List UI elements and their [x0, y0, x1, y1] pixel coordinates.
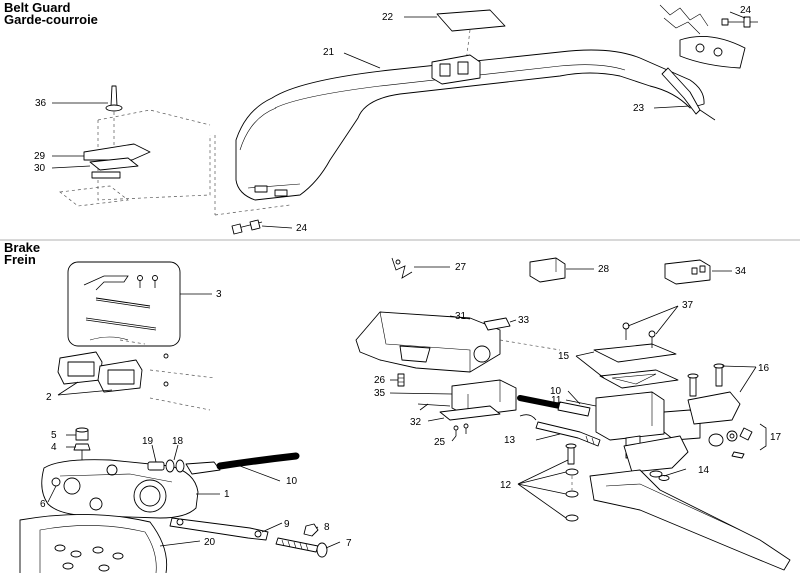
part-1-caliper — [41, 459, 199, 519]
callout-31: 31 — [455, 311, 467, 322]
callout-10-upper: 10 — [550, 386, 562, 397]
part-31-housing — [355, 311, 561, 373]
callout-24-lower: 24 — [296, 223, 308, 234]
part-15-reservoir-cover — [593, 343, 679, 389]
part-8-nut — [303, 523, 319, 537]
part-9-caliper-bracket — [169, 517, 269, 541]
part-21-belt-guard — [214, 49, 705, 216]
section-title-brake: Brake — [4, 240, 41, 255]
part-18-crush-washer — [165, 459, 185, 473]
part-bracket-top — [431, 54, 481, 85]
callout-34: 34 — [735, 266, 747, 277]
part-25-screws — [453, 423, 469, 436]
part-24-screw-bottom — [231, 219, 263, 235]
part-top-right-latch — [659, 4, 746, 69]
callout-22: 22 — [382, 12, 394, 23]
callout-19: 19 — [142, 436, 154, 447]
part-19-banjo-fitting — [147, 461, 165, 471]
part-23-hook — [661, 67, 716, 121]
callout-5: 5 — [51, 430, 57, 441]
leader-lines — [47, 11, 767, 549]
part-brake-lever — [589, 469, 791, 571]
callout-11: 11 — [551, 395, 562, 406]
callout-18: 18 — [172, 436, 184, 447]
part-10-brake-hose-upper — [517, 395, 591, 417]
callout-4: 4 — [51, 442, 57, 453]
part-24-screw-top — [721, 16, 758, 28]
callout-9: 9 — [284, 519, 290, 530]
callout-28: 28 — [598, 264, 610, 275]
callout-30: 30 — [34, 163, 46, 174]
section-title-belt-guard: Belt Guard — [4, 0, 71, 15]
callout-8: 8 — [324, 522, 330, 533]
callout-32: 32 — [410, 417, 422, 428]
callout-7: 7 — [346, 538, 352, 549]
callout-35: 35 — [374, 388, 386, 399]
part-29-30-clip-assembly — [59, 109, 211, 207]
callout-15: 15 — [558, 351, 570, 362]
part-4-bleeder-screw — [73, 443, 91, 460]
callout-36: 36 — [35, 98, 47, 109]
callout-14: 14 — [698, 465, 710, 476]
part-17-switch-parts — [708, 427, 753, 459]
callout-numbers: 22 24 21 36 23 29 30 24 27 28 34 3 31 33… — [34, 5, 782, 549]
part-20-brake-disc — [19, 514, 168, 573]
callout-27: 27 — [455, 262, 467, 273]
part-11-master-cylinder — [595, 391, 701, 459]
part-32-plate — [417, 403, 501, 421]
callout-29: 29 — [34, 151, 46, 162]
callout-17: 17 — [770, 432, 782, 443]
callout-24: 24 — [740, 5, 752, 16]
callout-26: 26 — [374, 375, 386, 386]
callout-1: 1 — [224, 489, 230, 500]
part-14-pivot-bolt — [623, 435, 689, 481]
part-28-connector — [529, 257, 566, 283]
callout-20: 20 — [204, 537, 216, 548]
callout-37: 37 — [682, 300, 694, 311]
part-10-brake-hose-lower — [185, 452, 300, 475]
callout-21: 21 — [323, 47, 335, 58]
callout-3: 3 — [216, 289, 222, 300]
callout-23: 23 — [633, 103, 645, 114]
part-22-decal — [436, 9, 506, 63]
part-37-cover-screws — [622, 322, 656, 348]
part-13-cable — [519, 414, 601, 447]
callout-33: 33 — [518, 315, 530, 326]
part-33-gasket — [483, 317, 511, 331]
part-3-hardware-kit — [67, 261, 181, 347]
part-35-switch — [451, 379, 517, 417]
part-6-bolt — [51, 477, 61, 487]
part-7-bolt — [275, 537, 328, 558]
part-27-spring-clip — [391, 257, 413, 279]
callout-6: 6 — [40, 499, 46, 510]
callout-12: 12 — [500, 480, 512, 491]
part-2-brake-pads — [57, 336, 216, 411]
callout-13: 13 — [504, 435, 516, 446]
callout-16: 16 — [758, 363, 770, 374]
part-5-bleeder-cap — [75, 427, 89, 441]
part-26-pin — [397, 373, 405, 387]
section-subtitle-frein: Frein — [4, 252, 36, 267]
part-16-clamp-bolts — [687, 363, 741, 425]
part-36-push-rivet — [105, 85, 123, 145]
part-34-connector — [664, 259, 711, 285]
callout-10-lower: 10 — [286, 476, 298, 487]
section-subtitle-garde-courroie: Garde-courroie — [4, 12, 98, 27]
callout-25: 25 — [434, 437, 446, 448]
part-12-pivot-hardware — [565, 443, 579, 522]
callout-2: 2 — [46, 392, 52, 403]
